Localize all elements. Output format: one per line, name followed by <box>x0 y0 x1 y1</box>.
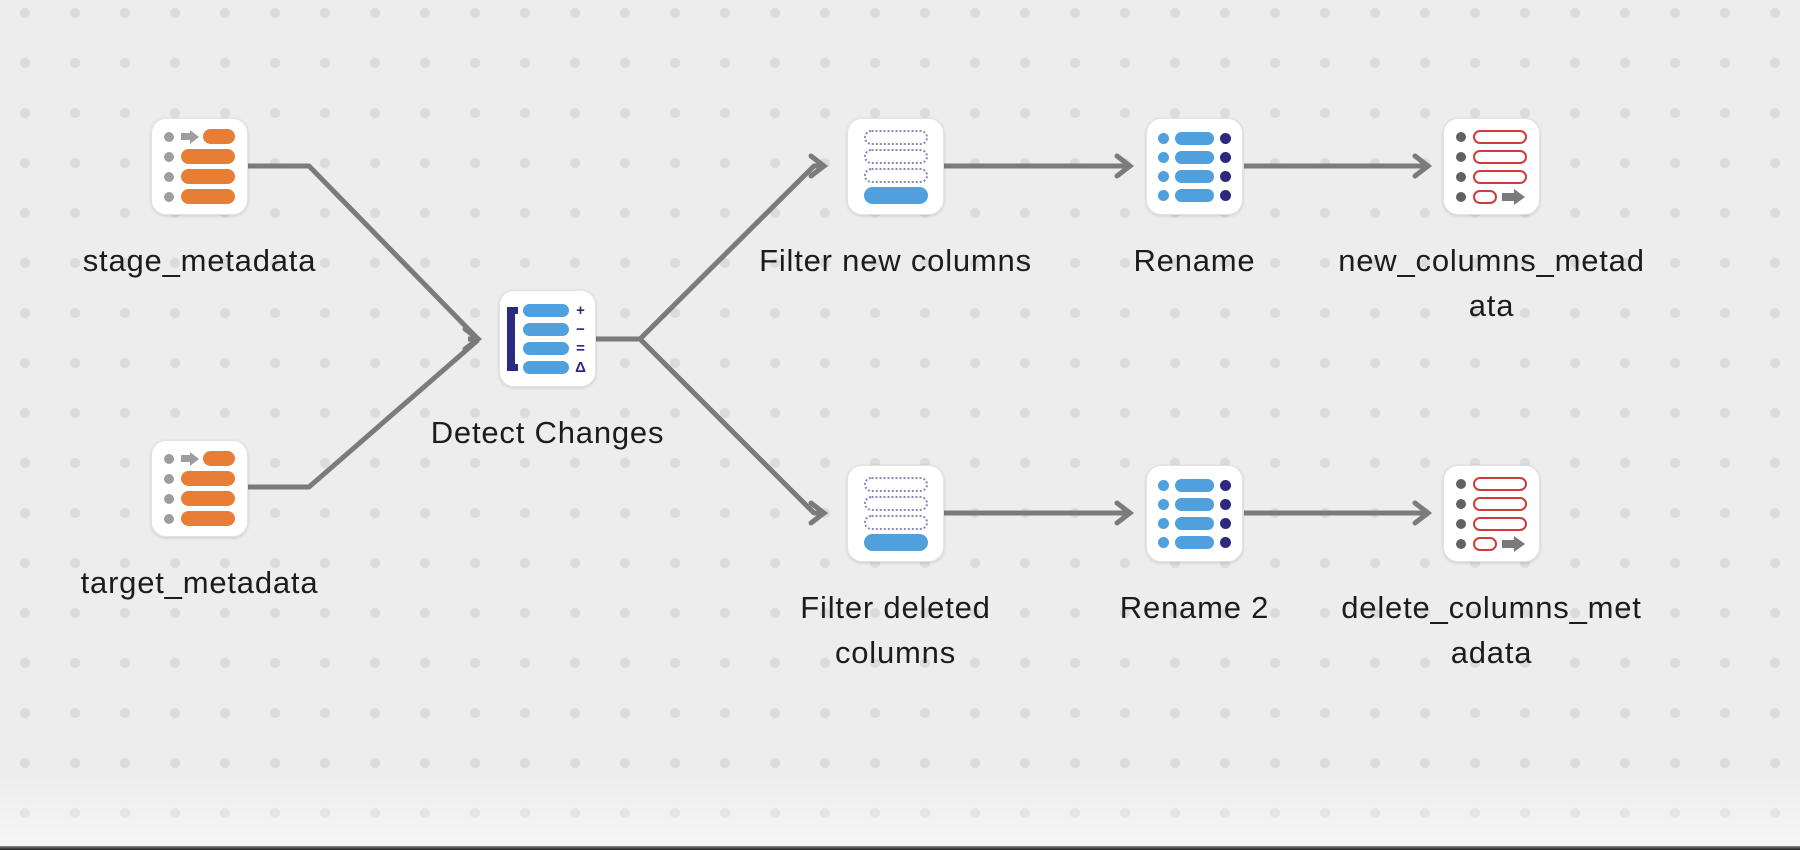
node-stage-metadata[interactable]: stage_metadata <box>83 118 315 278</box>
arrow-right-glyph <box>181 451 199 466</box>
metadata-input-table-icon <box>151 440 248 537</box>
node-rename-2[interactable]: Rename 2 <box>1120 465 1268 625</box>
node-label-new-columns-metadata: new_columns_metadata <box>1338 243 1645 323</box>
connector-stage-metadata-to-detect-changes[interactable] <box>247 163 480 341</box>
node-label-delete-columns-metadata: delete_columns_metadata <box>1341 590 1642 670</box>
node-target-metadata[interactable]: target_metadata <box>81 440 318 600</box>
node-delete-columns-metadata[interactable]: delete_columns_metadata <box>1341 465 1641 670</box>
node-label-rename: Rename <box>1133 243 1256 278</box>
connector-detect-changes-to-filter-deleted-columns[interactable] <box>596 336 829 526</box>
minus-glyph: − <box>576 320 585 338</box>
diff-detect-changes-icon: + − = Δ <box>499 290 596 387</box>
arrow-right-glyph <box>181 129 199 144</box>
node-label-filter-deleted-columns: Filter deleted columns <box>800 590 991 670</box>
metadata-output-table-icon <box>1443 118 1540 215</box>
connector-target-metadata-to-detect-changes[interactable] <box>248 338 480 490</box>
node-filter-new-columns[interactable]: Filter new columns <box>759 118 1031 278</box>
node-label-filter-new-columns: Filter new columns <box>759 243 1032 278</box>
metadata-output-table-icon <box>1443 465 1540 562</box>
node-rename[interactable]: Rename <box>1134 118 1255 278</box>
rename-columns-icon <box>1146 118 1243 215</box>
arrow-right-glyph <box>1502 535 1525 552</box>
delta-glyph: Δ <box>575 358 586 376</box>
node-label-target-metadata: target_metadata <box>80 565 319 600</box>
filter-rows-icon <box>847 118 944 215</box>
node-label-stage-metadata: stage_metadata <box>82 243 317 278</box>
bracket-glyph <box>507 306 518 371</box>
bottom-window-edge <box>0 846 1800 850</box>
rename-columns-icon <box>1146 465 1243 562</box>
equals-glyph: = <box>576 339 585 357</box>
node-label-detect-changes: Detect Changes <box>430 415 665 450</box>
arrow-right-glyph <box>1502 188 1525 205</box>
filter-rows-icon <box>847 465 944 562</box>
plus-glyph: + <box>576 301 585 319</box>
node-filter-deleted-columns[interactable]: Filter deleted columns <box>800 465 990 670</box>
node-new-columns-metadata[interactable]: new_columns_metadata <box>1338 118 1644 323</box>
node-label-rename-2: Rename 2 <box>1119 590 1270 625</box>
node-detect-changes[interactable]: + − = Δ Detect Changes <box>431 290 663 450</box>
metadata-input-table-icon <box>151 118 248 215</box>
